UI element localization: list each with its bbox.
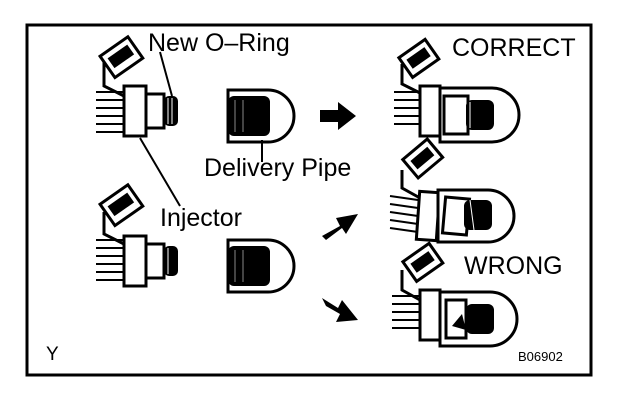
label-delivery-pipe: Delivery Pipe	[204, 154, 351, 182]
assembly-wrong-tilted	[389, 136, 516, 244]
assembly-wrong-damaged	[392, 241, 519, 348]
injector-new-oring	[96, 34, 178, 138]
label-injector: Injector	[160, 204, 242, 232]
new-oring-leader	[159, 51, 173, 97]
arrow-to-correct	[320, 102, 356, 130]
assembly-correct	[394, 37, 521, 144]
label-new-oring: New O–Ring	[148, 29, 290, 57]
corner-mark: Y	[46, 344, 59, 365]
label-wrong: WRONG	[464, 252, 563, 280]
arrow-to-wrong-upper	[322, 214, 358, 240]
figure-code: B06902	[518, 349, 563, 364]
delivery-pipe-top	[226, 88, 296, 144]
injector-bare	[96, 182, 178, 288]
label-correct: CORRECT	[452, 34, 576, 62]
arrow-to-wrong-lower	[322, 298, 358, 322]
injector-leader	[139, 137, 181, 207]
delivery-pipe-bottom	[226, 238, 296, 294]
